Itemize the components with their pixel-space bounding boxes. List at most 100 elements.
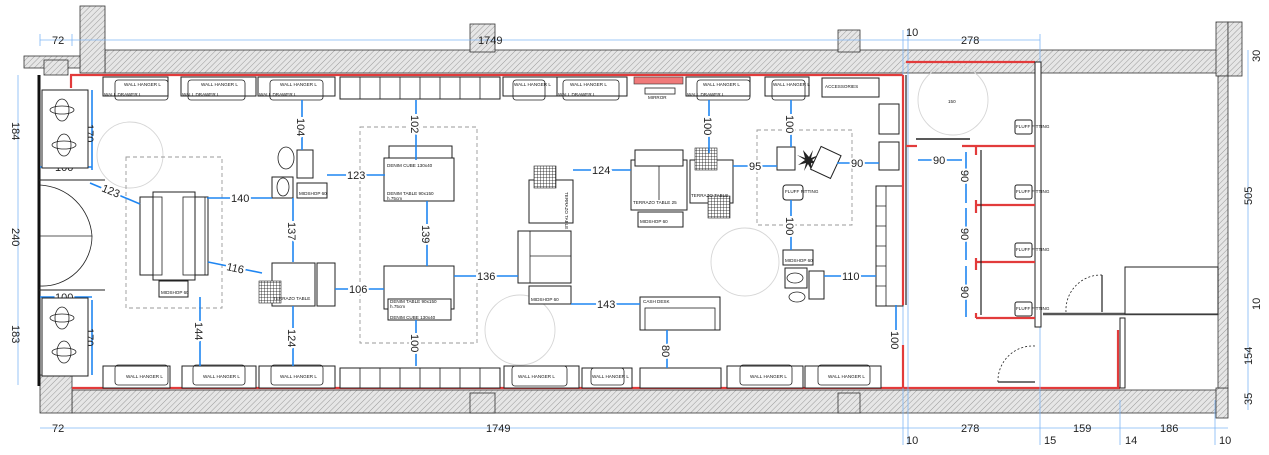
midshop-unit [637,211,684,228]
fitting-rooms: FLUFF FITTING FLUFF FITTING FLUFF FITTIN… [901,60,1219,389]
wall-hanger-unit: WALL HANGER L WALL DRAWER L [180,76,257,101]
wall-hanger-unit: WALL HANGER L [581,367,633,389]
mannequin-icon [788,291,806,303]
column-bottom-far-right [1215,387,1229,419]
denim-table [383,157,455,202]
dim-right-corridor: 154 [1243,347,1255,365]
dim-interior: 140 [231,193,249,205]
dim-interior: 100 [783,217,795,235]
denim-table-height: h.75cm [387,196,402,201]
walls [23,5,1243,419]
fixture-label: WALL HANGER L [280,374,317,379]
fixture-label: WALL HANGER L [828,374,865,379]
dim-interior: 124 [592,165,610,177]
fixture-label: WALL HANGER L [518,374,555,379]
dim-interior: 104 [294,118,306,136]
wall-hanger-unit: WALL HANGER L [181,364,257,389]
wheelchair-icon [710,227,780,297]
mirror-bench [644,87,676,95]
terrazo-table-label: TERRAZO TABLE [691,193,728,198]
dim-bottom-wall: 10 [906,435,918,447]
top-wall [104,49,1219,74]
dim-interior: 143 [597,299,615,311]
fixture-label: WALL HANGER L [703,82,740,87]
fitting-exit-door-swing [997,345,1036,384]
wall-hanger-unit: WALL HANGER L [804,364,882,389]
fixture-label: WALL HANGER L [201,82,238,87]
dim-interior: 100 [701,117,713,135]
backroom-storage [1124,266,1219,315]
dim-right-partition: 10 [1251,298,1263,310]
mannequin-icon [276,177,290,197]
armchair [809,145,842,180]
entrance-door-swing-top [39,184,93,237]
rock-cube [258,280,282,304]
dim-right-bottom-wall: 35 [1243,393,1255,405]
accessories-unit [821,77,880,98]
fixture-label: WALL HANGER L [592,374,629,379]
dim-bottom-length: 1749 [486,423,510,435]
dim-interior: 124 [285,329,297,347]
wall-unit [808,270,825,300]
dim-interior: 139 [419,225,431,243]
midshop-label: MIDSHOP 60 [640,219,668,224]
wall-unit [878,103,900,135]
midshop-label: MIDSHOP 60 [785,258,813,263]
facade-pillar-top [43,59,69,76]
fitting-cabin: FLUFF FITTING [1014,301,1050,317]
dim-interior: 137 [285,222,297,240]
turning-circle-label: 150 [948,99,956,104]
accessories-label: ACCESSORIES [825,84,858,89]
backroom-door-swing [1065,274,1103,313]
dim-interior: 90 [958,170,970,182]
mannequin-plinth [271,176,294,199]
column-bottom-mid [469,392,496,414]
dim-top-length: 1749 [478,35,502,47]
dim-bottom-wall-2: 15 [1044,435,1056,447]
midshop-unit [158,280,189,298]
bottom-wall-fixtures: WALL HANGER L WALL HANGER L WALL HANGER … [102,364,882,389]
wall-hanger-unit: WALL HANGER L [258,364,336,389]
partition-wall [1034,61,1042,328]
denim-cube-label: DENIM CUBE 130x40 [387,163,433,168]
backroom-wall-stub [1119,317,1126,389]
mannequin-icon [277,146,295,170]
fixture-label: WALL DRAWER L [687,92,725,97]
display-zone [125,156,223,309]
display-zone [359,126,478,344]
denim-table-height: h.75cm [390,304,405,309]
dim-bottom-facade: 72 [52,423,64,435]
dim-interior: 123 [347,170,365,182]
cash-desk [639,296,721,331]
rock-cube [533,165,557,189]
window-displays [41,89,89,377]
cash-desk-label: CASH DESK [643,299,670,304]
dim-interior: 102 [408,115,420,133]
dim-right-backroom: 505 [1243,187,1255,205]
wall-hanger-unit: WALL HANGER L WALL DRAWER L [556,76,628,101]
dim-interior: 106 [349,284,367,296]
cash-desk-back-unit [639,367,722,389]
entrance-door-swing-bottom [39,235,93,287]
wall-hanger-unit: WALL HANGER L [726,364,804,389]
fitting-cabin: FLUFF FITTING [1014,242,1050,258]
wheelchair-turning-circles: 150 [96,64,989,366]
fluff-label: FLUFF FITTING [1016,124,1050,129]
dim-top-facade: 72 [52,35,64,47]
dim-bottom-corridor: 159 [1073,423,1091,435]
rock-cube [707,195,731,219]
column-top-far-right-b [1227,21,1243,77]
column-top-right [837,29,861,53]
right-wall [1217,75,1229,389]
wall-shelving-top [339,76,501,100]
plant-icon [797,150,819,171]
dim-interior: 80 [659,345,671,357]
dim-top-fitting: 278 [961,35,979,47]
dim-left-window-bottom: 183 [9,325,21,343]
midshop-label: MIDSHOP 60 [299,191,327,196]
column-bottom-right [837,392,861,414]
wheelchair-icon [917,64,989,136]
wall-hanger-unit: WALL HANGER L [502,76,562,101]
column-top-far-right [1215,21,1229,77]
